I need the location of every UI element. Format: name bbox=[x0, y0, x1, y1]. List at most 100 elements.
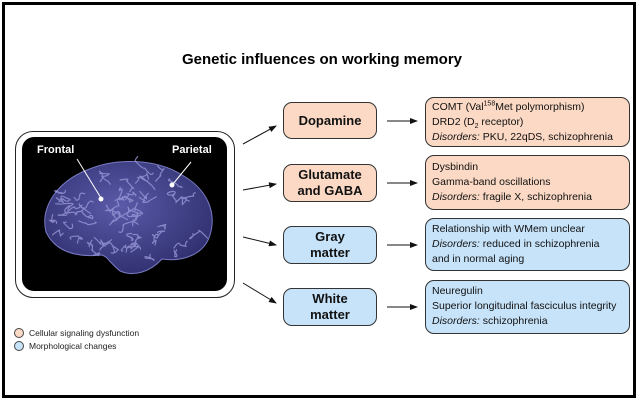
gyrus-line bbox=[139, 175, 156, 191]
gyrus-line bbox=[51, 229, 64, 237]
arrow-brain-to-glutamate bbox=[242, 182, 277, 191]
gyrus-line bbox=[131, 213, 138, 227]
frontal-marker bbox=[98, 196, 104, 202]
disorders-label: Disorders: bbox=[432, 238, 480, 250]
details-box-dopamine: COMT (Val158Met polymorphism)DRD2 (D2 re… bbox=[425, 97, 630, 147]
gyrus-line bbox=[74, 207, 92, 215]
detail-line: and in normal aging bbox=[432, 252, 629, 267]
detail-text: COMT (Val bbox=[432, 101, 484, 113]
arrow-brain-to-dopamine bbox=[242, 125, 277, 145]
gyrus-line bbox=[78, 220, 97, 226]
detail-text: schizophrenia bbox=[479, 315, 548, 327]
category-box-dopamine: Dopamine bbox=[283, 102, 377, 139]
gyrus-line bbox=[123, 195, 134, 203]
gyrus-line bbox=[151, 233, 159, 246]
gyrus-line bbox=[134, 155, 154, 175]
gyrus-line bbox=[81, 211, 94, 220]
detail-line: COMT (Val158Met polymorphism) bbox=[432, 100, 629, 115]
gyrus-line bbox=[105, 200, 120, 213]
figure-title: Genetic influences on working memory bbox=[181, 51, 463, 68]
gyrus-line bbox=[117, 186, 124, 201]
superscript: 158 bbox=[483, 100, 496, 108]
gyri-pattern bbox=[48, 155, 209, 262]
detail-line: Disorders: reduced in schizophrenia bbox=[432, 237, 629, 252]
disorders-label: Disorders: bbox=[432, 131, 480, 143]
gyrus-line bbox=[118, 221, 139, 233]
category-label-line: Gray bbox=[315, 229, 345, 244]
detail-line: Neuregulin bbox=[432, 284, 629, 299]
gyrus-line bbox=[132, 233, 142, 243]
legend: Cellular signaling dysfunction Morpholog… bbox=[14, 326, 139, 352]
legend-swatch-morphological bbox=[14, 340, 24, 351]
detail-text: Neuregulin bbox=[432, 285, 483, 297]
detail-text: Dysbindin bbox=[432, 161, 479, 173]
gyrus-line bbox=[62, 221, 74, 230]
detail-text: Superior longitudinal fasciculus integri… bbox=[432, 300, 617, 312]
category-label-line: Dopamine bbox=[298, 112, 362, 128]
gyrus-line bbox=[129, 242, 140, 253]
detail-line: Disorders: PKU, 22qDS, schizophrenia bbox=[432, 130, 629, 145]
gyrus-line bbox=[120, 244, 133, 253]
category-label-line: Glutamate bbox=[298, 167, 362, 182]
gyrus-line bbox=[58, 197, 71, 203]
brain-panel: Frontal Parietal bbox=[15, 131, 235, 298]
detail-text: Gamma-band oscillations bbox=[432, 176, 551, 188]
arrow-brain-to-gray-matter bbox=[242, 236, 277, 247]
gyrus-line bbox=[144, 253, 155, 262]
brain-image: Frontal Parietal bbox=[22, 137, 227, 291]
detail-line: Superior longitudinal fasciculus integri… bbox=[432, 299, 629, 314]
gyrus-line bbox=[189, 229, 209, 240]
gyrus-line bbox=[100, 238, 113, 248]
parietal-pointer bbox=[172, 161, 192, 185]
detail-text: and in normal aging bbox=[432, 253, 525, 265]
detail-text: reduced in schizophrenia bbox=[479, 238, 600, 250]
category-label-line: matter bbox=[310, 307, 350, 322]
gyrus-line bbox=[110, 245, 120, 254]
gyrus-line bbox=[156, 223, 167, 230]
detail-line: Disorders: schizophrenia bbox=[432, 314, 629, 329]
gyrus-line bbox=[155, 165, 165, 182]
gyrus-line bbox=[69, 235, 84, 244]
frontal-label: Frontal bbox=[37, 144, 75, 156]
legend-item-morphological: Morphological changes bbox=[14, 339, 139, 352]
legend-swatch-cellular bbox=[14, 327, 24, 338]
gyrus-line bbox=[134, 171, 150, 184]
gyrus-line bbox=[111, 206, 130, 219]
detail-line: Relationship with WMem unclear bbox=[432, 222, 629, 237]
category-label: Dopamine bbox=[299, 113, 362, 129]
legend-item-cellular: Cellular signaling dysfunction bbox=[14, 326, 139, 339]
detail-line: Disorders: fragile X, schizophrenia bbox=[432, 190, 629, 205]
gyrus-line bbox=[151, 230, 166, 239]
brain-shape bbox=[44, 160, 213, 274]
detail-text: fragile X, schizophrenia bbox=[479, 191, 592, 203]
frontal-pointer bbox=[76, 158, 102, 199]
detail-text: DRD2 (D bbox=[432, 116, 475, 128]
gyrus-line bbox=[55, 202, 74, 211]
gyrus-line bbox=[134, 202, 144, 217]
subscript: 2 bbox=[474, 123, 479, 131]
category-label-line: White bbox=[312, 291, 348, 306]
category-label-line: and GABA bbox=[297, 183, 363, 198]
detail-text: Relationship with WMem unclear bbox=[432, 223, 585, 235]
parietal-label: Parietal bbox=[172, 144, 212, 156]
gyrus-line bbox=[168, 178, 183, 188]
gyrus-line bbox=[65, 204, 83, 216]
gyrus-line bbox=[53, 189, 66, 194]
gyrus-line bbox=[104, 207, 118, 219]
gyrus-line bbox=[173, 240, 188, 249]
gyrus-line bbox=[119, 178, 135, 193]
parietal-marker bbox=[169, 182, 175, 188]
gyrus-line bbox=[180, 192, 196, 199]
gyrus-line bbox=[73, 192, 86, 201]
gyrus-line bbox=[90, 245, 101, 257]
